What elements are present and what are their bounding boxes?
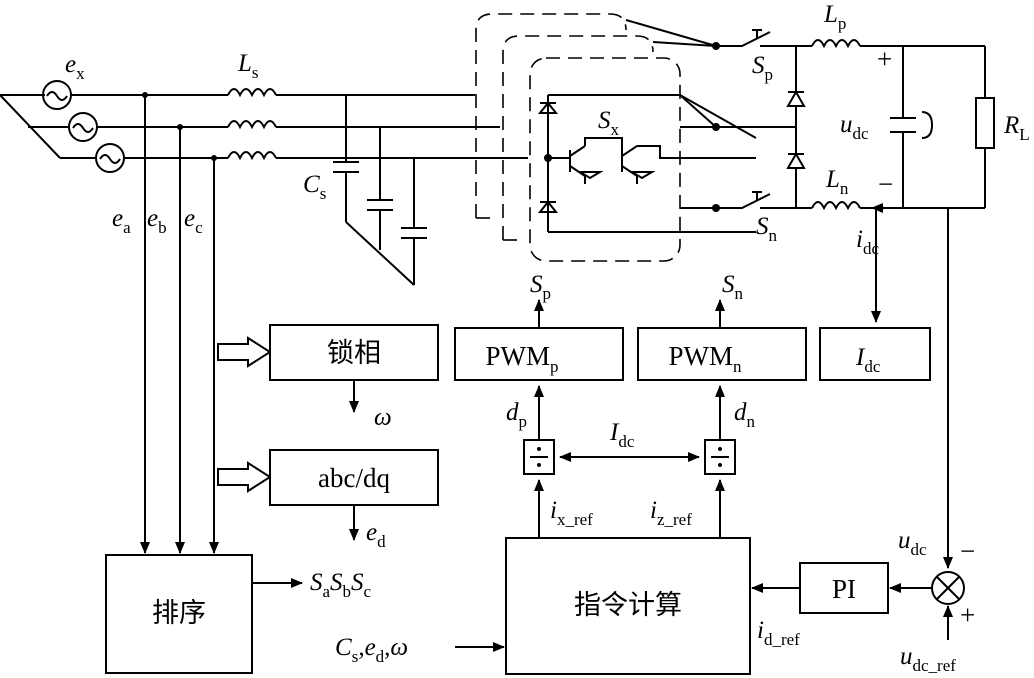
ed-label: ed <box>366 519 386 551</box>
dp-label: dp <box>506 399 527 431</box>
sx-label: Sx <box>598 107 620 139</box>
load-resistor-icon <box>975 97 995 149</box>
ac-lines: Ls <box>71 50 528 161</box>
iz-ref-label: iz_ref <box>650 497 692 529</box>
idc-label: idc <box>856 226 879 258</box>
bidirectional-switch-icon <box>569 137 680 184</box>
idc-mid-label: Idc <box>609 419 635 451</box>
abcdq-block: abc/dq ed <box>269 449 439 551</box>
svg-text:PWMn: PWMn <box>668 341 742 376</box>
id-ref-label: id_ref <box>757 617 800 649</box>
sp-output-label: Sp <box>530 271 551 303</box>
svg-text:锁相: 锁相 <box>327 338 381 368</box>
cmd-input-label: Cs,ed,ω <box>335 634 408 666</box>
idc-block: Idc <box>819 327 931 381</box>
ex-label: ex <box>65 51 85 83</box>
udc-ref-label: udc_ref <box>900 643 956 675</box>
ls-label: Ls <box>237 50 259 82</box>
cmd-block: 指令计算 ix_ref iz_ref Cs,ed,ω <box>335 479 751 675</box>
svg-text:Idc: Idc <box>855 344 881 376</box>
pwmp-block: PWMp Sp <box>454 271 624 381</box>
dn-label: dn <box>734 399 756 431</box>
ls-inductor-a-icon <box>227 88 277 98</box>
switch-modules: Sx <box>475 13 681 262</box>
svg-text:abc/dq: abc/dq <box>318 463 390 493</box>
udc-fb-label: udc <box>898 527 927 559</box>
ac-sources: ex <box>0 51 125 173</box>
ls-inductor-c-icon <box>227 151 277 161</box>
plus-sign: + <box>877 44 892 74</box>
svg-text:指令计算: 指令计算 <box>574 590 682 620</box>
ix-ref-label: ix_ref <box>550 497 593 529</box>
udc-label: udc <box>840 111 869 143</box>
sn-label: Sn <box>756 213 778 245</box>
ln-label: Ln <box>825 166 849 198</box>
summing-junction: udc − + udc_ref <box>889 527 975 675</box>
dividers: dp dn Idc <box>506 385 756 475</box>
filter-capacitors: Cs <box>303 95 427 286</box>
hollow-arrow-abcdq-icon <box>217 461 272 493</box>
ec-label: ec <box>184 205 203 237</box>
cs-label: Cs <box>303 171 326 203</box>
hollow-arrow-pll-icon <box>217 336 272 368</box>
sort-block: 排序 SaSbSc <box>105 554 372 674</box>
svg-text:排序: 排序 <box>152 598 206 628</box>
minus-sign: − <box>878 169 893 199</box>
ln-inductor-icon <box>811 201 861 211</box>
dc-bridge: Sp Sn Lp Ln + − udc RL idc <box>625 1 1030 569</box>
phase-measurements: ea eb ec <box>112 95 272 554</box>
diode-bottom-icon <box>537 200 559 213</box>
pi-block: PI id_ref <box>751 562 889 649</box>
sp-label: Sp <box>752 52 773 84</box>
ls-inductor-b-icon <box>227 120 277 130</box>
sum-minus: − <box>960 536 975 566</box>
sort-output-label: SaSbSc <box>310 569 372 601</box>
svg-text:PI: PI <box>832 574 856 604</box>
rl-label: RL <box>1003 112 1030 144</box>
lp-label: Lp <box>823 1 846 33</box>
ea-label: ea <box>112 205 131 237</box>
sum-plus: + <box>960 600 975 630</box>
lp-inductor-icon <box>811 39 861 49</box>
pll-block: 锁相 ω <box>269 324 439 431</box>
svg-text:PWMp: PWMp <box>485 341 558 376</box>
pwmn-block: PWMn Sn <box>637 271 807 381</box>
omega-label: ω <box>374 404 392 431</box>
diode-top-icon <box>537 101 559 114</box>
eb-label: eb <box>147 205 167 237</box>
sn-output-label: Sn <box>722 271 744 303</box>
